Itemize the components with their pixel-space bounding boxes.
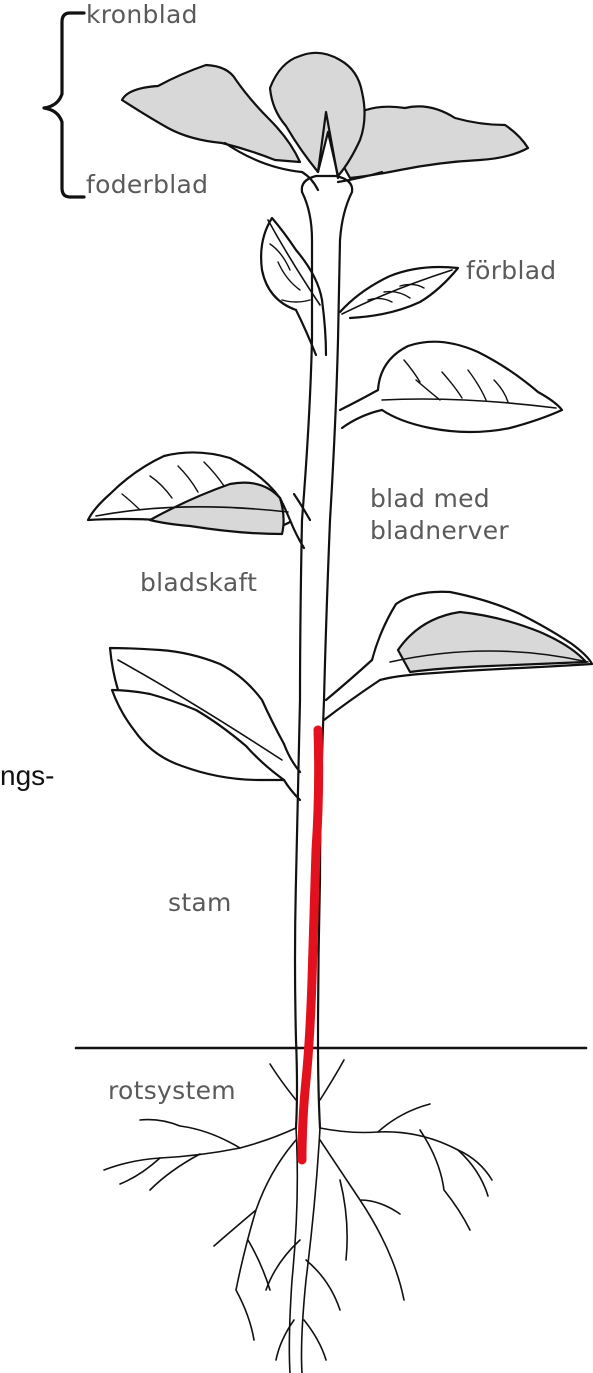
- label-bladskaft: bladskaft: [140, 568, 257, 598]
- leaf-right-lower: [324, 592, 592, 720]
- receptacle: [302, 176, 352, 192]
- label-foderblad: foderblad: [86, 170, 208, 200]
- leaf-forblad: [340, 267, 458, 318]
- xylem-highlight: [302, 730, 319, 1160]
- leaf-upper-left: [261, 218, 326, 355]
- right-petal: [340, 106, 528, 178]
- label-stam: stam: [168, 888, 232, 918]
- leaf-left-lower: [110, 648, 300, 800]
- label-forblad: förblad: [466, 256, 556, 286]
- cut-off-text: ngs-: [0, 760, 54, 792]
- leaf-right-middle: [340, 342, 562, 432]
- stem-right-edge: [318, 192, 352, 1128]
- label-rotsystem: rotsystem: [108, 1076, 236, 1106]
- label-blad-med: blad med: [370, 484, 490, 514]
- label-bladnerver: bladnerver: [370, 516, 509, 546]
- flower-bracket: [44, 13, 84, 197]
- roots: [104, 1060, 492, 1373]
- label-kronblad: kronblad: [86, 0, 198, 30]
- leaf-left-middle: [88, 452, 310, 548]
